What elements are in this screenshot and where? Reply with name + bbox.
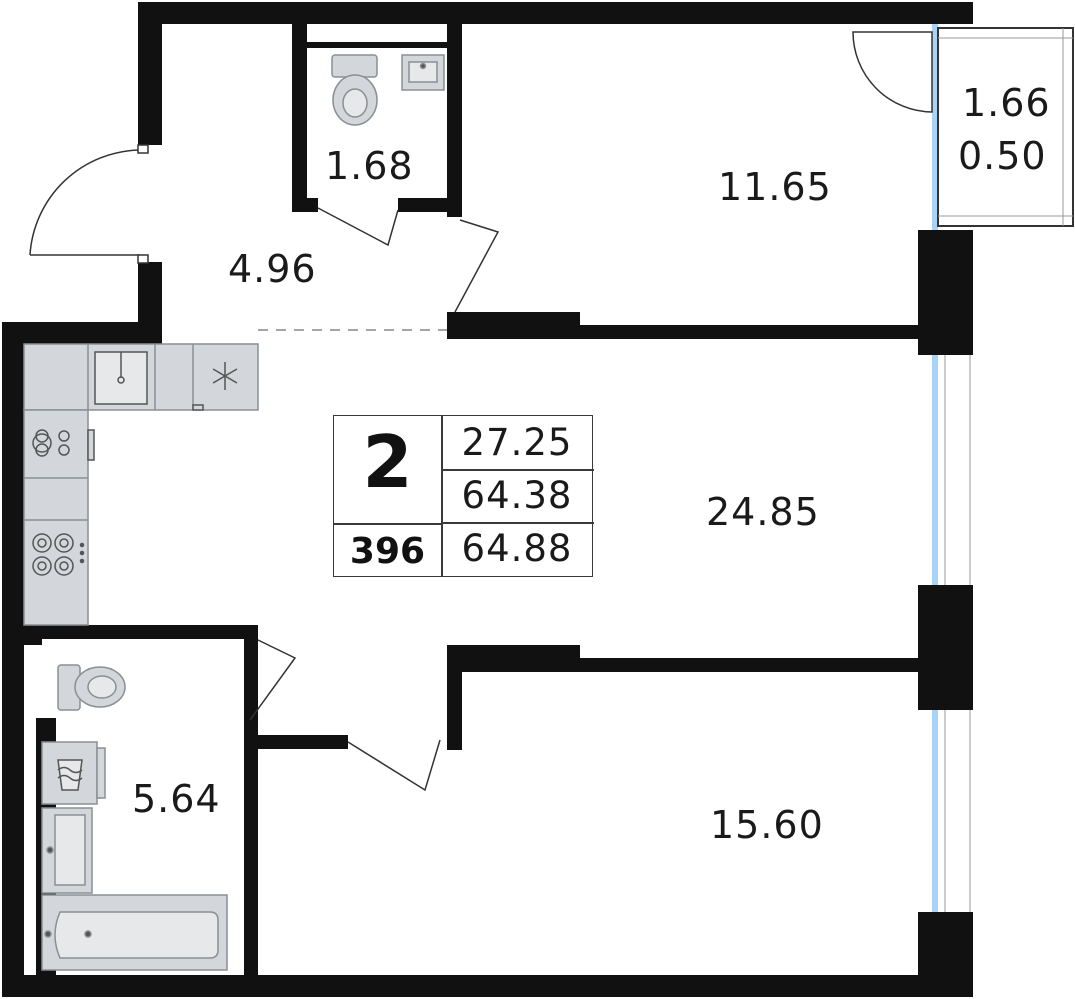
apartment-number: 396 <box>349 531 426 572</box>
total-area: 64.38 <box>461 474 573 517</box>
washing-machine-icon <box>41 741 106 805</box>
balcony-coefficient: 0.50 <box>958 134 1047 178</box>
balcony-area: 1.66 <box>962 81 1051 125</box>
room-area-bathroom: 5.64 <box>132 777 221 821</box>
windows <box>932 24 971 912</box>
bathtub-icon <box>41 894 228 971</box>
room-area-wc: 1.68 <box>325 144 414 188</box>
living-area: 27.25 <box>461 421 573 464</box>
room-area-bedroom-2: 15.60 <box>710 803 824 847</box>
fridge-snowflake-icon <box>192 362 238 411</box>
apartment-info-box: 2 396 27.25 64.38 64.88 <box>333 415 594 577</box>
room-count: 2 <box>362 420 413 504</box>
toilet-icon <box>57 664 126 711</box>
room-area-hall: 4.96 <box>228 247 317 291</box>
toilet-icon <box>331 54 378 126</box>
sink-icon <box>401 54 445 91</box>
sink-icon <box>41 807 93 894</box>
total-area-with-balcony: 64.88 <box>461 527 573 570</box>
room-area-bedroom-1: 11.65 <box>718 165 832 209</box>
cooktop-icon <box>32 429 95 576</box>
room-area-living-kitchen: 24.85 <box>706 490 820 534</box>
door-swing-icon <box>29 144 500 792</box>
kitchen-sink-icon <box>94 351 148 405</box>
balcony <box>852 27 1074 227</box>
